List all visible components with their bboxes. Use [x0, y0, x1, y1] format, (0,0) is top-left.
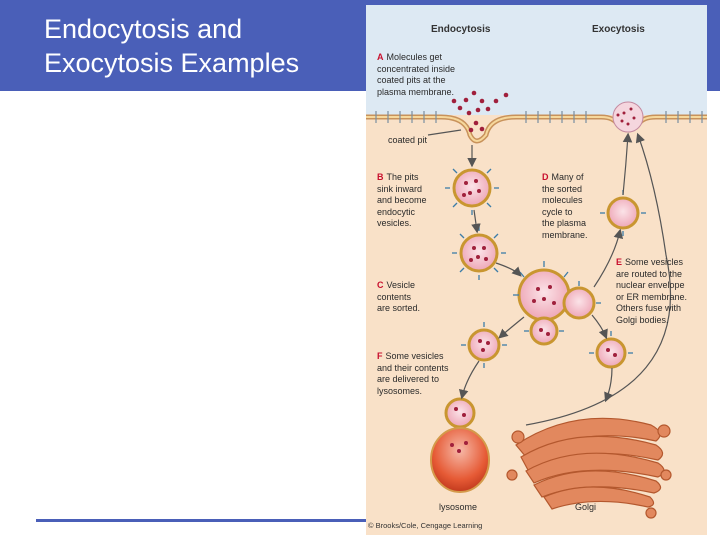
bottom-rule [36, 519, 366, 522]
golgi-apparatus [506, 417, 672, 519]
recycling-vesicle [600, 190, 646, 236]
copyright-credit: © Brooks/Cole, Cengage Learning [368, 521, 483, 530]
lysosome-label: lysosome [439, 502, 478, 512]
coated-pit-label: coated pit [388, 135, 428, 145]
membrane-proteins [375, 111, 703, 123]
lysosome [430, 397, 490, 493]
slide-title: Endocytosis and Exocytosis Examples [44, 12, 299, 80]
slide-title-line-2: Exocytosis Examples [44, 48, 300, 78]
extracellular-space [366, 5, 707, 115]
golgi-bound-vesicle [589, 331, 633, 369]
golgi-label: Golgi [575, 502, 597, 512]
pathway-arrows [427, 129, 671, 426]
slide-title-line-1: Endocytosis and [44, 14, 243, 44]
figure-illustration [366, 5, 707, 519]
endocytic-vesicle-1 [445, 161, 499, 215]
lysosome-bound-vesicle [461, 322, 507, 368]
endocytosis-heading: Endocytosis [431, 24, 491, 35]
exocytosis-vesicle [612, 101, 644, 133]
endocytic-vesicle-2 [452, 226, 506, 280]
sorting-endosome [513, 261, 601, 346]
exocytosis-heading: Exocytosis [592, 24, 645, 35]
cargo-molecules [451, 90, 509, 133]
